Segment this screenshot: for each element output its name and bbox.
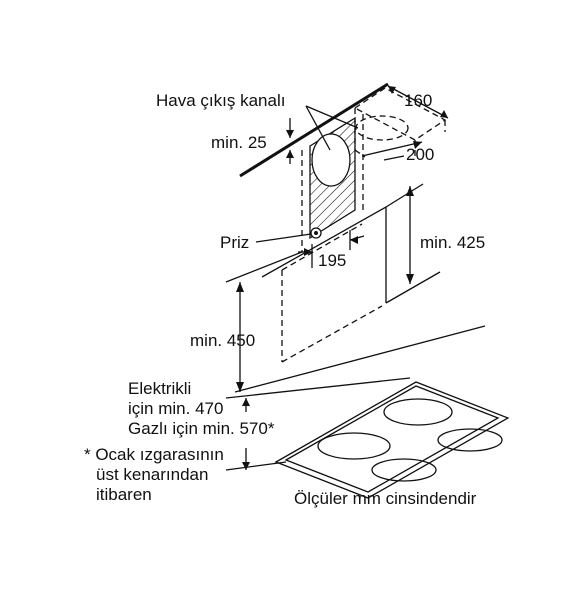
dim-160-label: 160	[404, 91, 432, 110]
electric-label-line2: için min. 470	[128, 399, 223, 418]
min-425-label: min. 425	[420, 233, 485, 252]
dimension-min-425	[406, 186, 414, 284]
air-outlet-duct-label: Hava çıkış kanalı	[156, 91, 285, 110]
dimension-min-25	[286, 118, 294, 164]
electric-label-line1: Elektrikli	[128, 379, 191, 398]
dimension-160	[387, 85, 449, 119]
dimension-min-450	[236, 282, 244, 392]
units-note: Ölçüler mm cinsindendir	[294, 489, 477, 508]
footnote-line1: * Ocak ızgarasının	[84, 445, 224, 464]
dimension-200	[361, 141, 423, 161]
footnote-line2: üst kenarından	[96, 465, 208, 484]
dimension-195	[298, 230, 365, 268]
ceiling-line	[239, 82, 389, 178]
socket-icon	[310, 227, 322, 239]
min-25-label: min. 25	[211, 133, 267, 152]
dim-200-label: 200	[406, 145, 434, 164]
chimney-duct	[309, 116, 356, 240]
footnote-line3: itibaren	[96, 485, 152, 504]
hood-outline	[261, 206, 387, 363]
cooktop	[274, 381, 510, 499]
gas-label: Gazlı için min. 570*	[128, 419, 275, 438]
min-450-label: min. 450	[190, 331, 255, 350]
socket-label: Priz	[220, 233, 249, 252]
dimension-electric-gas	[225, 398, 287, 471]
dim-195-label: 195	[318, 251, 346, 270]
